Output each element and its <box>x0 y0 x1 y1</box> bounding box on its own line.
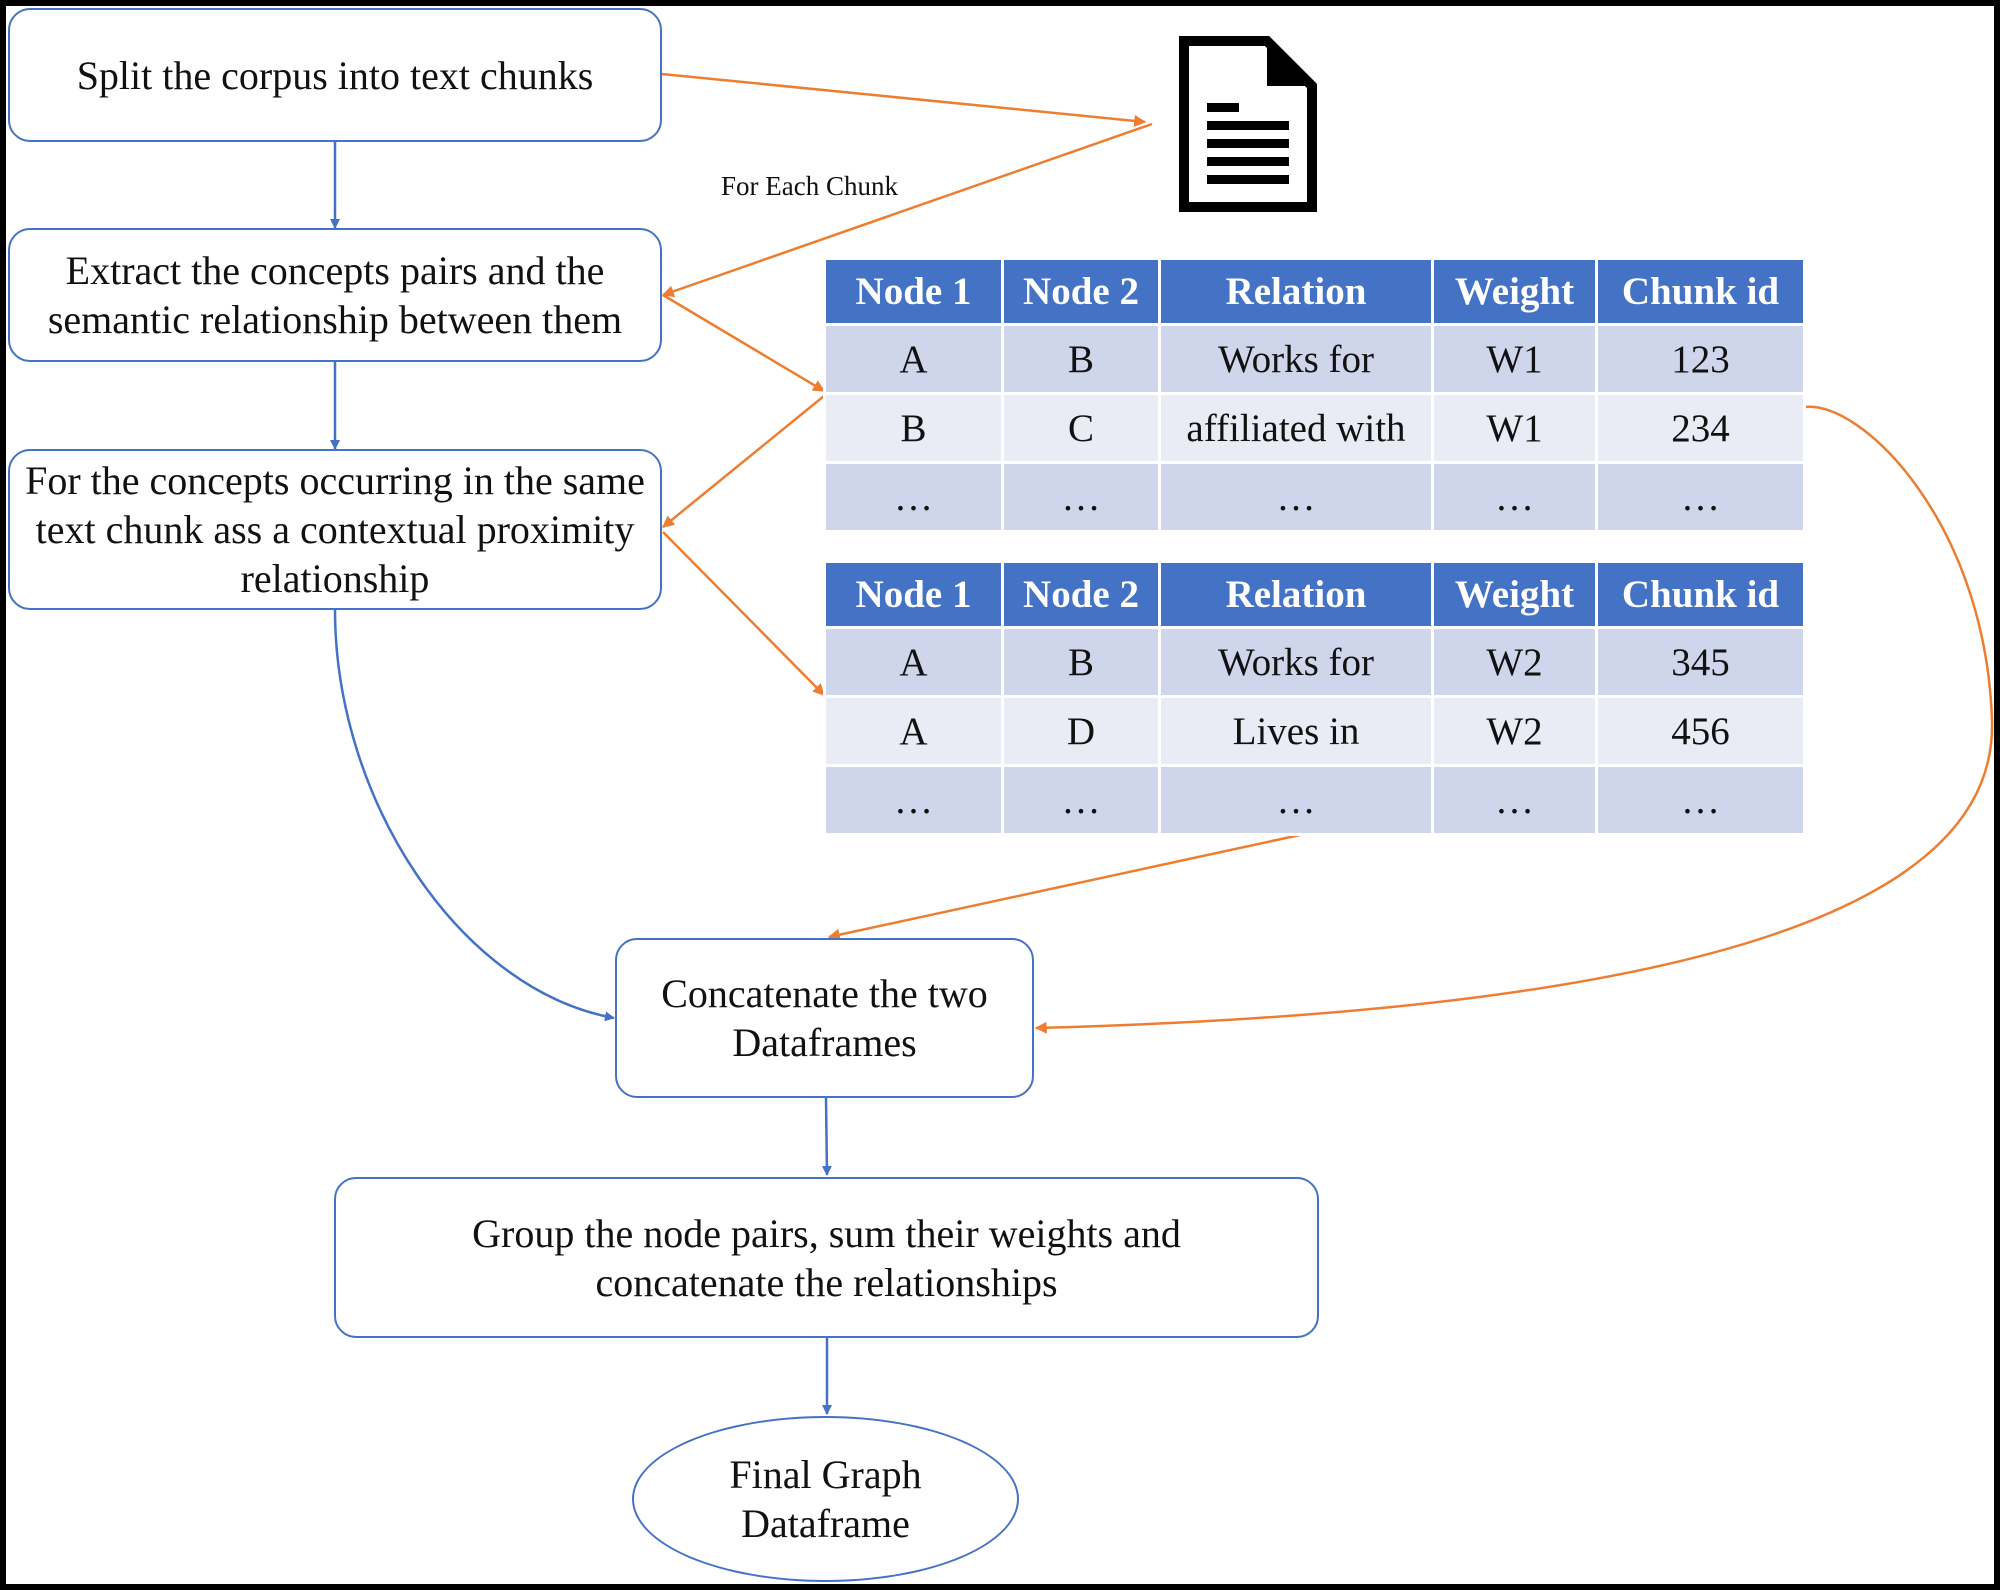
data-arrow-extract-to-table1 <box>662 293 826 393</box>
table-cell: A <box>823 323 1004 395</box>
table-cell: affiliated with <box>1158 392 1434 464</box>
table-row: B C affiliated with W1 234 <box>823 392 1806 464</box>
step-concatenate-dataframes: Concatenate the two Dataframes <box>615 938 1034 1098</box>
step-extract-concepts: Extract the concepts pairs and the seman… <box>8 228 662 362</box>
column-header: Chunk id <box>1595 560 1806 629</box>
table-cell: W1 <box>1431 392 1598 464</box>
table-cell: … <box>1595 764 1806 836</box>
data-arrow-proximity-to-table2 <box>662 531 825 696</box>
table-cell: B <box>823 392 1004 464</box>
table-cell: C <box>1001 392 1161 464</box>
final-graph-dataframe: Final Graph Dataframe <box>632 1416 1019 1582</box>
column-header: Chunk id <box>1595 257 1806 326</box>
table-cell: … <box>1158 461 1434 533</box>
table-row: … … … … … <box>823 764 1806 836</box>
table-cell: W1 <box>1431 323 1598 395</box>
step-contextual-proximity-label: For the concepts occurring in the same t… <box>25 458 645 601</box>
table-cell: B <box>1001 626 1161 698</box>
step-group-node-pairs-label: Group the node pairs, sum their weights … <box>472 1210 1181 1305</box>
table-cell: … <box>1431 764 1598 836</box>
table-cell: … <box>1001 764 1161 836</box>
table-row: A B Works for W1 123 <box>823 323 1806 395</box>
table-cell: Works for <box>1158 323 1434 395</box>
table-cell: 345 <box>1595 626 1806 698</box>
table-header-row: Node 1 Node 2 Relation Weight Chunk id <box>823 257 1806 326</box>
table-row: … … … … … <box>823 461 1806 533</box>
table-cell: D <box>1001 695 1161 767</box>
flow-arrow-concat-to-group <box>821 1097 832 1176</box>
step-concatenate-dataframes-label: Concatenate the two Dataframes <box>661 971 988 1065</box>
column-header: Weight <box>1431 560 1598 629</box>
flow-arrow-proximity-to-concat <box>333 609 615 1022</box>
dataframe-table-1: Node 1 Node 2 Relation Weight Chunk id A… <box>823 257 1806 533</box>
column-header: Node 1 <box>823 560 1004 629</box>
step-group-node-pairs: Group the node pairs, sum their weights … <box>334 1177 1319 1338</box>
final-graph-dataframe-label: Final Graph Dataframe <box>729 1452 922 1546</box>
table-cell: 456 <box>1595 695 1806 767</box>
table-header-row: Node 1 Node 2 Relation Weight Chunk id <box>823 560 1806 629</box>
column-header: Node 2 <box>1001 257 1161 326</box>
step-contextual-proximity: For the concepts occurring in the same t… <box>8 449 662 610</box>
table-cell: A <box>823 626 1004 698</box>
dataframe-table-2: Node 1 Node 2 Relation Weight Chunk id A… <box>823 560 1806 836</box>
table-cell: … <box>1001 461 1161 533</box>
table-cell: W2 <box>1431 626 1598 698</box>
table-cell: … <box>1158 764 1434 836</box>
table-cell: … <box>1595 461 1806 533</box>
column-header: Weight <box>1431 257 1598 326</box>
column-header: Relation <box>1158 257 1434 326</box>
table-cell: … <box>823 764 1004 836</box>
document-icon <box>1179 36 1317 212</box>
table-cell: 123 <box>1595 323 1806 395</box>
table-cell: Works for <box>1158 626 1434 698</box>
table-cell: A <box>823 695 1004 767</box>
table-cell: … <box>823 461 1004 533</box>
table-row: A D Lives in W2 456 <box>823 695 1806 767</box>
data-arrow-document-to-extract <box>661 122 1153 298</box>
step-split-corpus-label: Split the corpus into text chunks <box>76 52 594 98</box>
table-row: A B Works for W2 345 <box>823 626 1806 698</box>
table-cell: B <box>1001 323 1161 395</box>
data-arrow-table1-to-concat <box>1034 405 1994 1034</box>
data-arrow-split-to-document <box>661 72 1147 127</box>
column-header: Node 1 <box>823 257 1004 326</box>
table-cell: W2 <box>1431 695 1598 767</box>
table-cell: Lives in <box>1158 695 1434 767</box>
for-each-chunk-label: For Each Chunk <box>721 171 898 201</box>
column-header: Relation <box>1158 560 1434 629</box>
data-arrow-table2-to-concat <box>827 826 1333 941</box>
step-split-corpus: Split the corpus into text chunks <box>8 8 662 142</box>
column-header: Node 2 <box>1001 560 1161 629</box>
table-cell: 234 <box>1595 392 1806 464</box>
table-cell: … <box>1431 461 1598 533</box>
data-arrow-table1-to-proximity <box>662 395 825 528</box>
step-extract-concepts-label: Extract the concepts pairs and the seman… <box>47 248 623 342</box>
